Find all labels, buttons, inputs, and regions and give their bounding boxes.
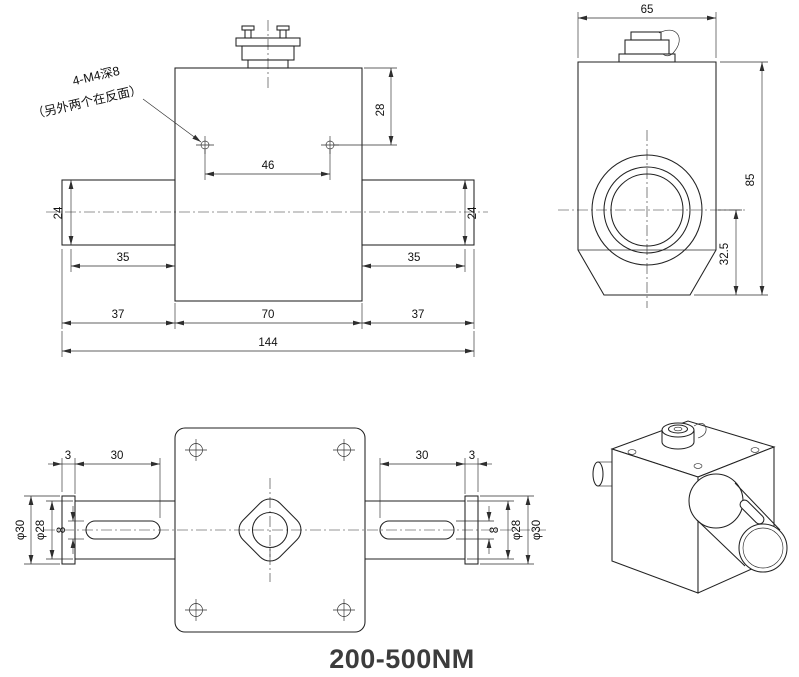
base-plate <box>174 427 366 633</box>
dim-label-37-right: 37 <box>412 309 425 321</box>
dim-35-left: 35 <box>70 249 175 272</box>
dim-label-dia28-right: φ28 <box>511 520 523 540</box>
dim-label-24-right: 24 <box>467 206 479 219</box>
isometric-view <box>592 420 788 594</box>
latch-wire <box>658 29 680 57</box>
dim-label-dia30-right: φ30 <box>531 520 543 540</box>
model-range-title: 200-500NM <box>329 644 475 674</box>
dim-35-right: 35 <box>362 249 466 272</box>
dim-3-30-left: 3 30 <box>48 450 161 518</box>
centerlines <box>558 130 745 308</box>
leader-line <box>142 98 202 143</box>
dim-label-28: 28 <box>375 104 387 117</box>
dim-24-right: 24 <box>462 180 479 245</box>
note-line1: 4-M4深8 <box>71 64 121 88</box>
shaft-keyway <box>739 499 765 525</box>
dim-46: 46 <box>204 150 331 180</box>
dim-label-8-right: 8 <box>489 527 501 533</box>
dim-label-46: 46 <box>262 160 275 172</box>
dim-label-8-left: 8 <box>56 527 68 533</box>
dim-144: 144 <box>61 331 475 357</box>
dim-dia30-left: φ30 <box>15 495 60 565</box>
dim-85: 85 <box>694 61 768 296</box>
center-shaft-section <box>238 498 302 562</box>
side-view: 65 85 32.5 <box>558 4 768 308</box>
dim-label-35-right: 35 <box>408 252 421 264</box>
dim-label-3-left: 3 <box>65 450 71 462</box>
keyway-slot-right <box>379 520 455 540</box>
dim-label-144: 144 <box>258 337 278 349</box>
shaft-bore-circle <box>610 173 684 247</box>
shaft-end <box>738 523 788 573</box>
connector-front <box>235 25 301 69</box>
dim-label-35-left: 35 <box>117 252 130 264</box>
dim-label-30-left: 30 <box>111 450 124 462</box>
connector-side <box>618 29 680 63</box>
dim-28: 28 <box>334 67 397 146</box>
dim-label-dia30-left: φ30 <box>15 520 27 540</box>
dim-label-30-right: 30 <box>416 450 429 462</box>
dim-label-85: 85 <box>745 174 757 187</box>
square-flange <box>238 498 302 562</box>
front-view: 4-M4深8 （另外两个在反面） 28 46 24 24 35 <box>31 20 488 357</box>
flange-circle-outer <box>591 154 703 266</box>
dim-label-dia28-left: φ28 <box>35 520 47 540</box>
latch-wire-iso <box>693 423 707 439</box>
connector-iso <box>661 422 707 450</box>
centerlines <box>46 20 488 213</box>
dim-8-right: 8 <box>456 506 501 554</box>
dim-dia30-right: φ30 <box>480 495 543 565</box>
flange-circle-mid <box>603 166 691 254</box>
dim-label-65: 65 <box>641 4 654 16</box>
centerlines <box>44 478 546 582</box>
left-shaft-top <box>61 495 175 565</box>
left-shaft <box>61 179 176 246</box>
dim-label-32-5: 32.5 <box>719 243 731 265</box>
cable-gland <box>592 461 614 487</box>
corner-holes <box>185 439 355 621</box>
right-shaft-top <box>365 495 479 565</box>
main-body <box>174 67 363 302</box>
dim-8-left: 8 <box>56 506 84 554</box>
dim-dia28-right: φ28 <box>467 500 523 560</box>
dim-65: 65 <box>577 4 717 58</box>
side-body-outline <box>577 61 717 296</box>
note-line2: （另外两个在反面） <box>31 83 144 122</box>
dim-label-70: 70 <box>262 309 275 321</box>
top-view: 3 30 30 3 φ30 φ28 <box>15 427 546 633</box>
dim-24-left: 24 <box>53 180 74 245</box>
dim-label-24-left: 24 <box>53 206 65 219</box>
mounting-holes <box>196 136 339 154</box>
dim-label-3-right: 3 <box>469 450 475 462</box>
dim-37-70-37: 37 70 37 <box>61 249 475 329</box>
dim-dia28-left: φ28 <box>35 500 73 560</box>
dim-3-30-right: 30 3 <box>379 450 492 518</box>
right-shaft <box>361 179 475 246</box>
keyway-slot-left <box>85 520 161 540</box>
output-shaft-iso <box>688 473 788 573</box>
dim-32-5: 32.5 <box>718 209 742 295</box>
top-face-screws <box>627 447 760 469</box>
dim-label-37-left: 37 <box>112 309 125 321</box>
